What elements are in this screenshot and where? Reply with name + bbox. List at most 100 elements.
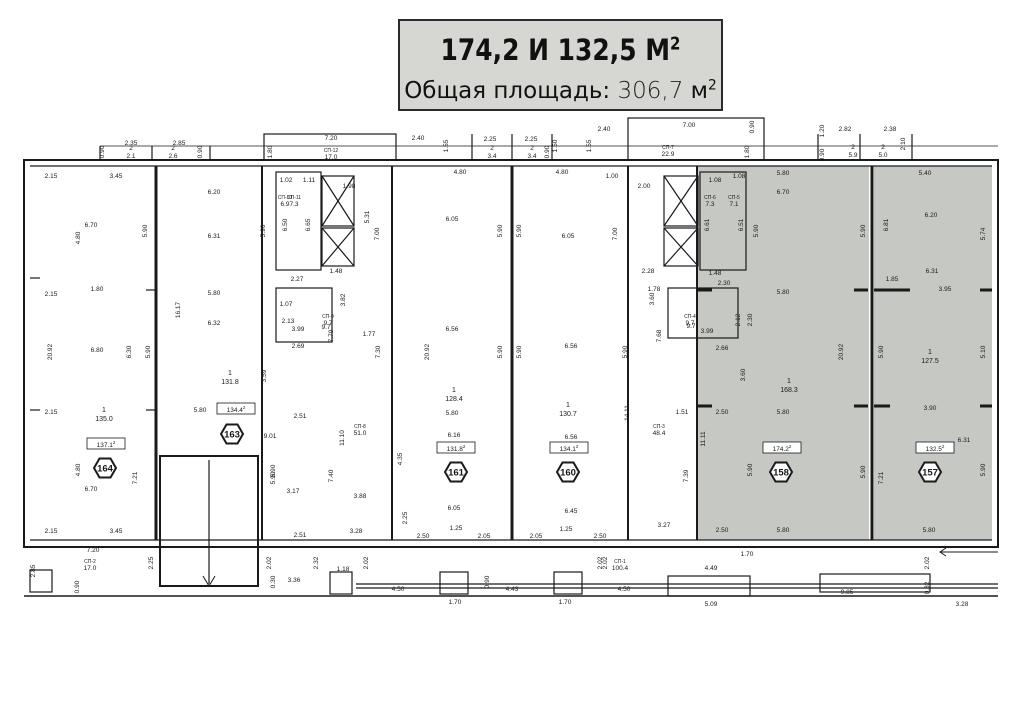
dim-top-3: 0.90 (197, 145, 204, 158)
small-room-number-5: 2 (881, 144, 885, 151)
dim-bottom-16: 4.50 (618, 586, 631, 593)
lift-right-2 (663, 227, 699, 267)
unit-161-hex (443, 461, 469, 483)
dim-core_left-9: 2.13 (282, 318, 295, 325)
unit-160-area: 134.12 (560, 444, 579, 453)
dim-unit158-10: 5.90 (747, 463, 754, 476)
dim-unit161-1: 7.00 (374, 227, 381, 240)
dim-top-18: 2.82 (839, 126, 852, 133)
unit-163-room-area: 131.8 (221, 379, 239, 386)
dim-core_right-0: 1.00 (606, 173, 619, 180)
dim-unit157-0: 5.40 (919, 170, 932, 177)
dim-bottom-0: 7.20 (87, 547, 100, 554)
dim-core_right-2: 1.08 (709, 177, 722, 184)
dim-unit160-1: 5.90 (516, 224, 523, 237)
lift-right-x4 (663, 227, 699, 267)
dim-unit157-8: 5.10 (980, 345, 987, 358)
small-room-number-0: 2 (129, 145, 133, 152)
aux-room-code-8: СП-4 (684, 314, 696, 320)
small-room-number-2: 2 (490, 145, 494, 152)
aux-room-code-6: СП-6 (704, 195, 716, 201)
aux-room-area-6: 7.3 (705, 201, 714, 208)
dim-unit158-4: 5.80 (777, 289, 790, 296)
unit-161-number: 161 (448, 468, 465, 479)
unit-160-box (549, 441, 589, 454)
dim-unit163-1: 6.31 (208, 233, 221, 240)
dim-core_right-5: 6.51 (738, 218, 745, 231)
dim-unit163-2: 5.90 (260, 224, 267, 237)
dim-unit164-9: 6.30 (126, 345, 133, 358)
top-niche-left (263, 133, 397, 161)
dim-unit160-3: 7.00 (612, 227, 619, 240)
unit-161-area: 131.82 (447, 444, 466, 453)
unit-157-box (915, 441, 955, 454)
dim-core_left-10: 3.82 (340, 293, 347, 306)
dim-bottom-5: 3.36 (288, 577, 301, 584)
dim-bottom-15: 1.70 (559, 599, 572, 606)
dim-unit157-12: 5.90 (980, 463, 987, 476)
dim-bottom-18: 4.49 (705, 565, 718, 572)
unit-157-fill (874, 166, 992, 540)
dim-core_left-11: 1.77 (363, 331, 376, 338)
unit-164-area: 137.12 (97, 440, 116, 449)
dim-core_right-15: 14.11 (624, 405, 631, 421)
total-area-sup: 2 (708, 77, 717, 94)
dim-core_left-21: 3.28 (350, 528, 363, 535)
lift-right-1 (663, 175, 699, 227)
unit-161-room-number: 1 (452, 387, 456, 394)
dim-unit161-10: 6.05 (448, 505, 461, 512)
dim-unit164-5: 2.15 (45, 291, 58, 298)
unit-158-number: 158 (773, 468, 789, 479)
dim-bottom-7: 1.18 (337, 566, 350, 573)
dim-unit164-2: 6.70 (85, 222, 98, 229)
dim-bottom-24: 3.28 (956, 601, 969, 608)
dim-core_right-1: 2.00 (638, 183, 651, 190)
dim-unit158-11: 5.90 (860, 465, 867, 478)
dim-core_left_extra-0: 3.99 (292, 326, 305, 333)
dim-unit163-5: 6.32 (208, 320, 221, 327)
dim-bottom-1: 2.25 (148, 556, 155, 569)
dim-unit160-6: 6.56 (565, 434, 578, 441)
dim-top-0: 2.35 (125, 140, 138, 147)
unit-161-room-area: 128.4 (445, 396, 463, 403)
aux-room-area-0: 17.0 (325, 154, 338, 161)
dim-top-21: 2.10 (900, 137, 907, 150)
dim-unit158-6: 3.60 (740, 368, 747, 381)
dim-top-6: 2.40 (412, 135, 425, 142)
dim-unit158-1: 6.70 (777, 189, 790, 196)
dim-core_right-18: 7.39 (683, 469, 690, 482)
dim-top-7: 1.55 (443, 139, 450, 152)
aux-room-area-9: 48.4 (653, 430, 666, 437)
aux-room-code-4: СП-8 (354, 424, 366, 430)
dim-unit157-4: 1.85 (886, 276, 899, 283)
dim-bottom-22: 2.02 (924, 556, 931, 569)
dim-top-14: 7.00 (683, 122, 696, 129)
dim-unit161-5: 6.56 (446, 326, 459, 333)
dim-unit164-14: 7.21 (132, 471, 139, 484)
dim-unit161-14: 2.05 (478, 533, 491, 540)
dim-core_right-12: 7.68 (656, 329, 663, 342)
dim-core_left-1: 1.11 (303, 177, 316, 184)
dim-unit161-4: 20.92 (424, 343, 431, 360)
dim-unit163-4: 16.17 (175, 301, 182, 318)
column-4 (553, 571, 583, 595)
aux-room-area-11: 100.4 (612, 565, 629, 572)
small-room-number-1: 2 (171, 145, 175, 152)
dim-core_left-2: 1.98 (343, 183, 356, 190)
dim-unit160-5: 5.90 (516, 345, 523, 358)
dim-top-15: 0.90 (749, 120, 756, 133)
unit-158-room-number: 1 (787, 378, 791, 385)
dim-core_right-7: 1.48 (709, 270, 722, 277)
dim-unit164-1: 3.45 (110, 173, 123, 180)
dim-core_right-10: 3.60 (649, 292, 656, 305)
unit-160-number: 160 (560, 468, 576, 479)
unit-160-room-area: 130.7 (559, 411, 577, 418)
lift-left-2 (321, 227, 355, 267)
total-area-unit: м (690, 78, 709, 104)
dim-bottom-6: 2.32 (313, 556, 320, 569)
dim-core_left-13: 2.69 (292, 343, 305, 350)
aux-room-code-0: СП-12 (324, 148, 339, 154)
aux-room-code-10: СП-2 (84, 559, 96, 565)
dim-core_right_extra-0: 9.7 (686, 323, 695, 330)
